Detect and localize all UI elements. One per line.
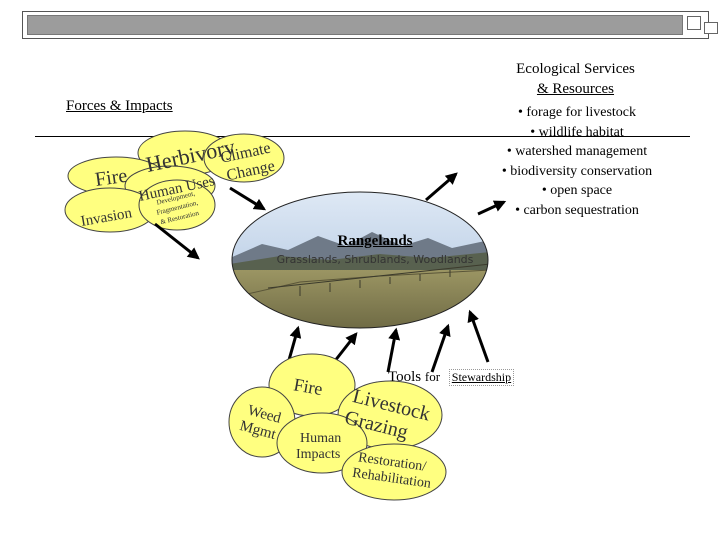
rangeland-photo	[232, 192, 488, 328]
arrow-tools-5	[467, 309, 490, 363]
development-bubble	[138, 179, 216, 231]
arrow-tools-3	[386, 327, 401, 373]
rangelands-subtitle: Grasslands, Shrublands, Woodlands	[276, 253, 474, 266]
service-item: • carbon sequestration	[515, 202, 639, 218]
window-button[interactable]	[687, 16, 701, 30]
arrow-forces-2	[154, 222, 200, 260]
stewardship-link[interactable]: Stewardship	[448, 369, 515, 386]
title-bar-fill	[27, 15, 683, 35]
service-item: • open space	[541, 183, 613, 199]
fire-label: Fire	[94, 165, 129, 191]
arrow-forces-1	[229, 186, 267, 211]
title-bar	[22, 11, 718, 39]
services-title-line2: & Resources	[536, 81, 615, 97]
tools-label: Tools	[388, 369, 422, 385]
tool-human-bubble	[276, 412, 368, 474]
arrow-tools-4	[430, 323, 451, 373]
service-item: • biodiversity conservation	[501, 163, 653, 179]
service-item: • forage for livestock	[517, 105, 637, 120]
tool-restoration-bubble	[341, 443, 447, 501]
service-item: • watershed management	[506, 144, 648, 160]
tool-human-label-1: Human	[300, 431, 341, 446]
tool-human-label-2: Impacts	[296, 447, 340, 462]
rangeland-outline	[231, 191, 489, 329]
services-title: Ecological Services & Resources	[498, 59, 653, 99]
tools-heading: Tools for Stewardship	[388, 369, 515, 386]
service-item: • wildlife habitat	[530, 124, 624, 140]
window-button-small[interactable]	[704, 22, 718, 34]
arrow-services-2	[477, 200, 507, 216]
rangelands-title: Rangelands	[337, 233, 413, 249]
services-list: • forage for livestock • wildlife habita…	[472, 103, 682, 221]
tools-for: for	[424, 369, 441, 384]
tool-fire-label: Fire	[292, 374, 324, 399]
forces-title: Forces & Impacts	[66, 98, 173, 114]
climate-bubble	[203, 133, 285, 183]
arrow-services-1	[425, 172, 458, 202]
divider-line	[35, 136, 690, 137]
services-title-line1: Ecological Services	[516, 61, 635, 77]
